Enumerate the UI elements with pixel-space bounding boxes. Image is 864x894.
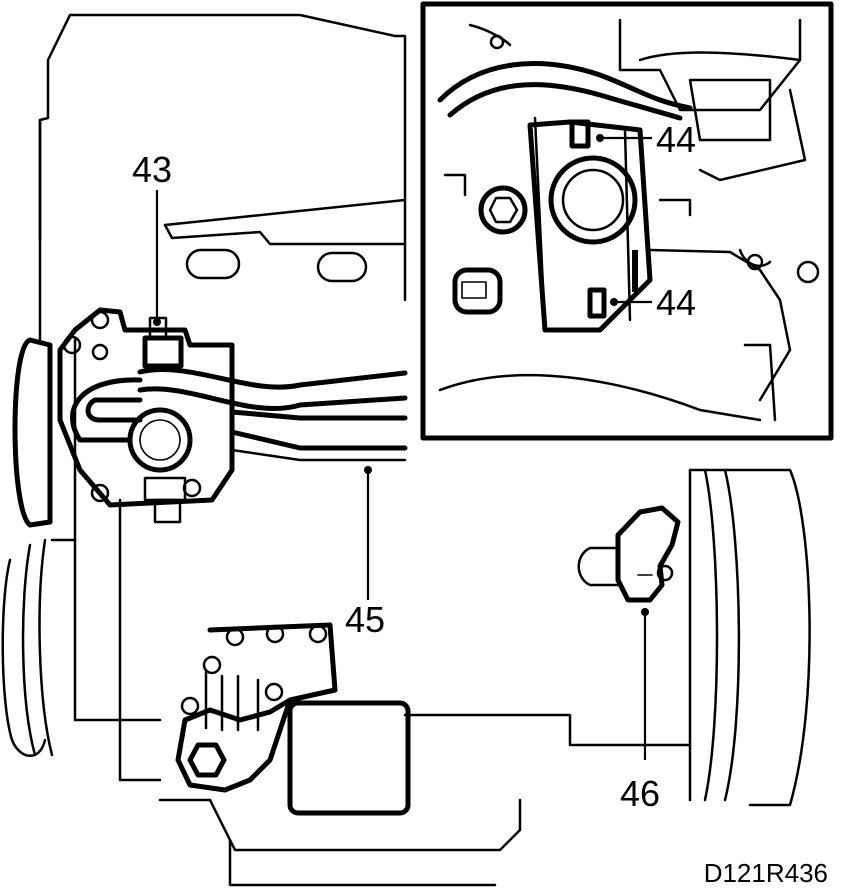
inset-detail-panel [420,1,834,441]
callout-45: 45 [345,599,385,640]
callout-44-top: 44 [656,119,696,160]
figure-id-label: D121R436 [704,858,828,888]
callout-46: 46 [620,773,660,814]
crank-sensor-46 [577,505,681,603]
callout-44-bottom: 44 [656,282,696,323]
engine-block [1,13,811,887]
leader-lines [153,134,652,760]
throttle-housing [57,307,235,524]
lower-bracket-assembly [175,622,411,816]
callout-43: 43 [132,149,172,190]
pipes-45 [137,367,408,462]
